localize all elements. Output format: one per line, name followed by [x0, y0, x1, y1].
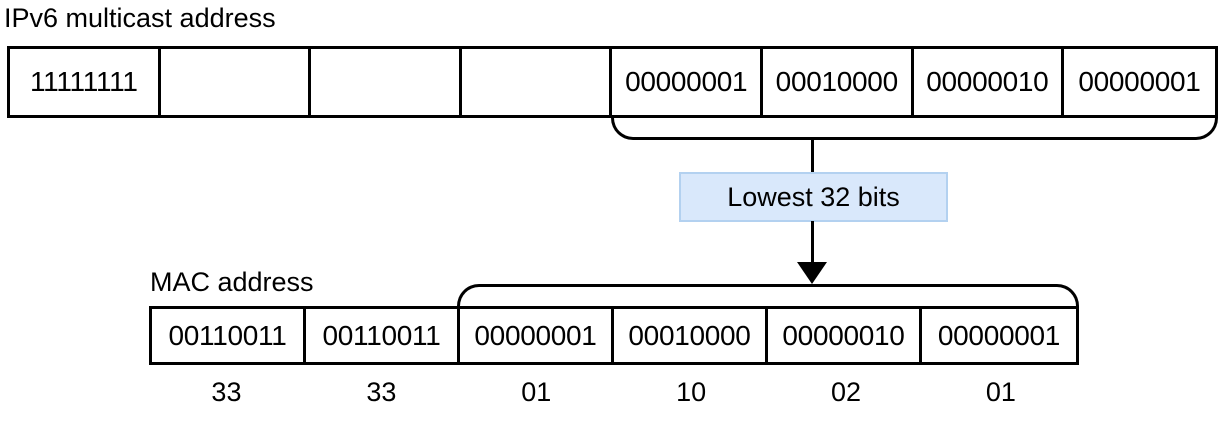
- mac-hex-label: 33: [211, 377, 242, 407]
- mac-byte-cell: 00000010: [768, 309, 922, 362]
- ipv6-byte-cell: 11111111: [10, 49, 161, 115]
- mac-byte-cell: 00110011: [306, 309, 460, 362]
- ipv6-byte-cell: 00000010: [913, 49, 1065, 115]
- mac-byte-cell: 00110011: [152, 309, 306, 362]
- mac-hex-label: 01: [985, 377, 1016, 407]
- ipv6-byte-cell: [311, 49, 462, 115]
- ipv6-lowest-32-bits-bracket: [611, 116, 1218, 140]
- mac-hex-label: 33: [366, 377, 397, 407]
- mac-byte-cell: 00000001: [922, 309, 1076, 362]
- mac-hex-label: 02: [830, 377, 862, 407]
- ipv6-byte-cell: 00000001: [1064, 49, 1215, 115]
- bracket-to-badge-connector-line: [811, 138, 814, 174]
- ipv6-byte-cell: [160, 49, 312, 115]
- mac-hex-label: 01: [521, 377, 552, 407]
- lowest-32-bits-badge: Lowest 32 bits: [679, 172, 948, 222]
- mac-hex-label: 10: [676, 377, 707, 407]
- mac-byte-cell: 00010000: [614, 309, 768, 362]
- ipv6-address-byte-row: 11111111 00000001 00010000 00000010 0000…: [7, 46, 1218, 118]
- ipv6-byte-cell: 00000001: [612, 49, 763, 115]
- ipv6-byte-cell: [461, 49, 613, 115]
- down-arrow-icon: [797, 262, 827, 284]
- ipv6-byte-cell: 00010000: [762, 49, 914, 115]
- mac-byte-cell: 00000001: [460, 309, 614, 362]
- mac-address-title: MAC address: [150, 267, 314, 297]
- badge-to-mac-connector-line: [811, 221, 814, 265]
- ipv6-address-title: IPv6 multicast address: [4, 3, 276, 33]
- mac-address-byte-row: 00110011 00110011 00000001 00010000 0000…: [149, 306, 1079, 365]
- mac-hex-label-row: 33 33 01 10 02 01: [149, 373, 1079, 413]
- lowest-32-bits-badge-label: Lowest 32 bits: [727, 181, 900, 212]
